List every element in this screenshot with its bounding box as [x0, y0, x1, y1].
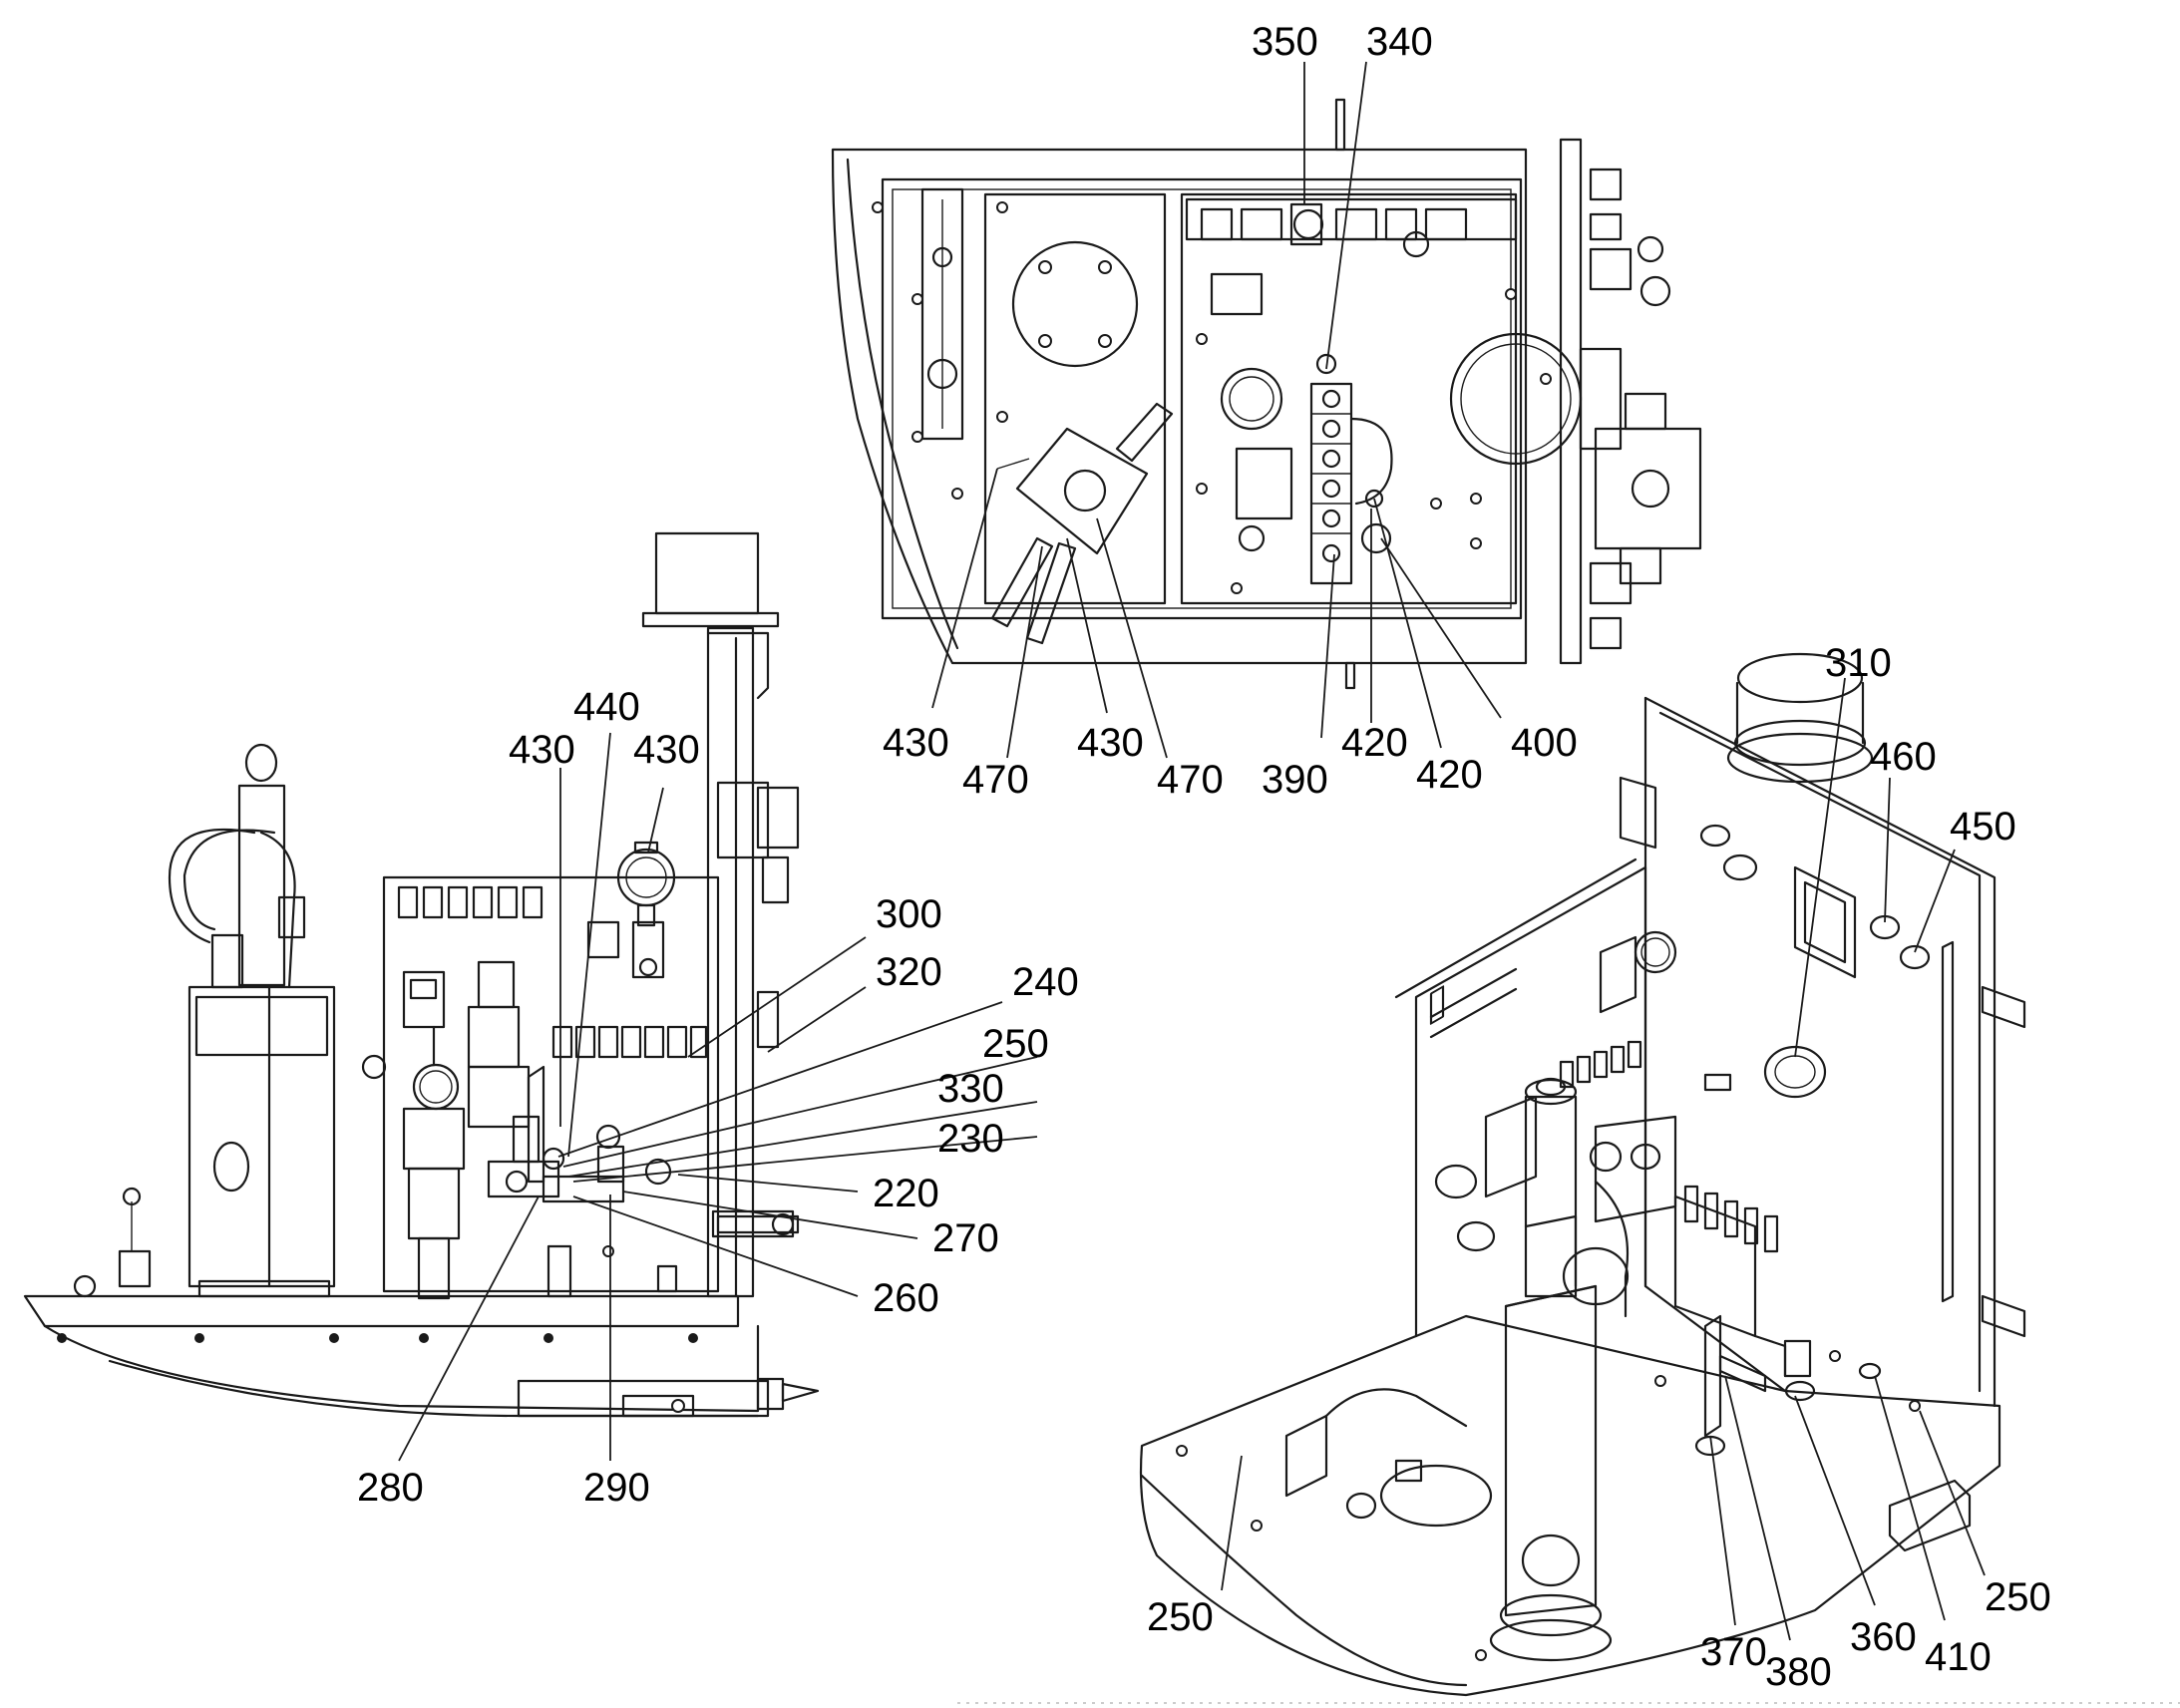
- callout-430: 430: [1077, 721, 1144, 765]
- callout-360: 360: [1850, 1615, 1917, 1659]
- callout-450: 450: [1950, 805, 2016, 849]
- callout-250: 250: [1147, 1595, 1214, 1639]
- callout-220: 220: [873, 1172, 939, 1215]
- callout-370: 370: [1700, 1630, 1767, 1674]
- callout-320: 320: [876, 950, 942, 994]
- callout-240: 240: [1012, 960, 1079, 1004]
- callout-290: 290: [583, 1466, 650, 1510]
- callout-340: 340: [1366, 20, 1433, 64]
- callout-300: 300: [876, 892, 942, 936]
- callout-410: 410: [1925, 1635, 1992, 1679]
- callout-250: 250: [1985, 1575, 2051, 1619]
- callout-350: 350: [1252, 20, 1318, 64]
- callout-280: 280: [357, 1466, 424, 1510]
- callout-430: 430: [633, 728, 700, 772]
- callout-270: 270: [932, 1216, 999, 1260]
- callout-470: 470: [1157, 758, 1224, 802]
- callout-440: 440: [573, 685, 640, 729]
- callout-430: 430: [883, 721, 949, 765]
- callout-390: 390: [1262, 758, 1328, 802]
- callout-330: 330: [937, 1067, 1004, 1111]
- side-view: [23, 531, 820, 1418]
- callout-460: 460: [1870, 735, 1937, 779]
- isometric-view: [1139, 652, 2026, 1697]
- callout-430: 430: [509, 728, 575, 772]
- leader-lines: [398, 61, 1986, 1641]
- callout-470: 470: [962, 758, 1029, 802]
- callout-labels: 350 340 430 470 430 470 390 420 420 400 …: [357, 20, 2051, 1694]
- callout-230: 230: [937, 1117, 1004, 1161]
- callout-250: 250: [982, 1022, 1049, 1066]
- callout-260: 260: [873, 1276, 939, 1320]
- callout-420: 420: [1416, 753, 1483, 797]
- callout-400: 400: [1511, 721, 1578, 765]
- callout-420: 420: [1341, 721, 1408, 765]
- callout-380: 380: [1765, 1650, 1832, 1694]
- top-view: [831, 98, 1702, 690]
- callout-310: 310: [1825, 641, 1892, 685]
